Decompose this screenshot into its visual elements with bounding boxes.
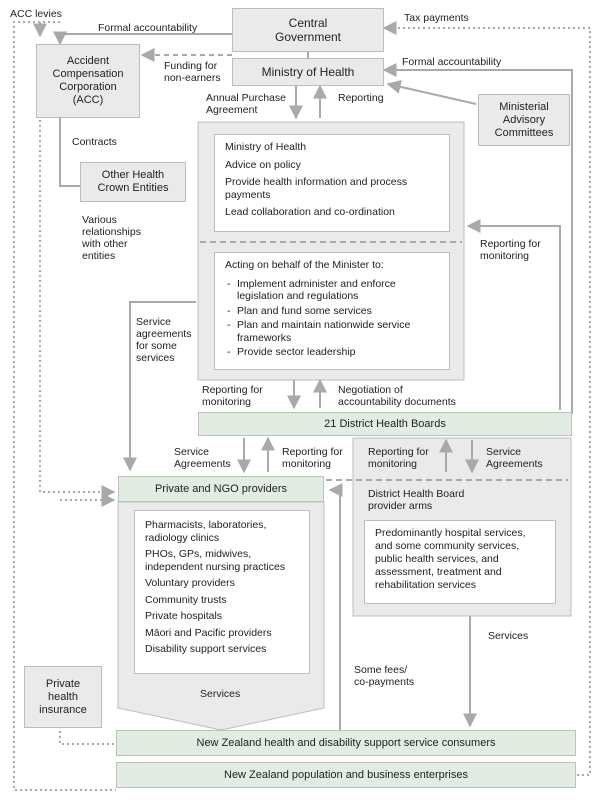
ministerial-arrow <box>386 79 477 105</box>
acc-dotted-to-providers <box>39 100 116 499</box>
services-dhb-label: Services <box>488 630 529 642</box>
providers-list-box: Pharmacists, laboratories, radiology cli… <box>134 510 310 674</box>
moh-functions-title: Ministry of Health <box>225 141 307 153</box>
moh-function-item: Lead collaboration and co-ordination <box>225 206 395 218</box>
ministerial-committees-box: Ministerial Advisory Committees <box>478 94 570 146</box>
minister-role-item: Provide sector leadership <box>225 346 439 359</box>
provider-item: Community trusts <box>145 593 227 606</box>
population-box: New Zealand population and business ente… <box>116 762 576 788</box>
reporting-top-label: Reporting <box>338 92 384 104</box>
provider-item: Private hospitals <box>145 610 223 622</box>
minister-role-title: Acting on behalf of the Minister to: <box>225 259 384 271</box>
provider-item: Māori and Pacific providers <box>145 626 272 639</box>
tax-payments-label: Tax payments <box>404 12 469 24</box>
dhb-box: 21 District Health Boards <box>198 412 572 436</box>
provider-item: Disability support services <box>145 643 267 655</box>
provider-item: PHOs, GPs, midwives, independent nursing… <box>145 548 286 573</box>
service-agreements-left-label: Service Agreements <box>174 446 231 470</box>
moh-function-item: Advice on policy <box>225 158 301 171</box>
minister-role-item: Plan and maintain nationwide service fra… <box>225 319 439 344</box>
private-insurance-box: Private health insurance <box>24 666 102 728</box>
acc-levies-dotted-line <box>13 21 116 791</box>
annual-purchase-label: Annual Purchase Agreement <box>206 92 286 116</box>
funding-non-earners-label: Funding for non-earners <box>164 60 221 84</box>
some-fees-label: Some fees/ co-payments <box>354 664 415 688</box>
tax-payments-line <box>382 21 591 776</box>
service-agreements-some-label: Service agreements for some services <box>136 316 192 364</box>
acc-contracts-line <box>59 118 80 187</box>
reporting-right-arrow <box>466 219 561 410</box>
various-relationships-label: Various relationships with other entitie… <box>82 214 141 262</box>
ministry-of-health-box: Ministry of Health <box>232 58 384 86</box>
other-crown-entities-box: Other Health Crown Entities <box>80 162 186 202</box>
moh-functions-box: Ministry of Health Advice on policy Prov… <box>214 134 450 232</box>
minister-role-list: Implement administer and enforce legisla… <box>225 278 439 359</box>
reporting-monitoring-right-label: Reporting for monitoring <box>480 238 541 262</box>
service-agreements-some-arrow <box>123 301 196 472</box>
reporting-monitoring-left-label: Reporting for monitoring <box>282 446 343 470</box>
dhb-arms-box: Predominantly hospital services, and som… <box>364 520 556 604</box>
formal-accountability-right-arrow <box>382 63 573 414</box>
consumers-box: New Zealand health and disability suppor… <box>116 730 576 756</box>
acc-levies-label: ACC levies <box>10 8 62 20</box>
services-providers-label: Services <box>200 688 241 700</box>
service-agreements-dhb-label: Service Agreements <box>486 446 543 470</box>
moh-function-item: Provide health information and process p… <box>225 176 408 201</box>
minister-role-item: Plan and fund some services <box>225 305 439 318</box>
formal-accountability-top-arrow <box>53 31 232 46</box>
formal-accountability-top-label: Formal accountability <box>98 22 198 34</box>
negotiation-label: Negotiation of accountability documents <box>338 384 456 408</box>
reporting-monitoring-dhb-label: Reporting for monitoring <box>368 446 429 470</box>
contracts-label: Contracts <box>72 136 117 148</box>
dhb-arms-title: District Health Board provider arms <box>368 488 465 512</box>
private-ngo-header: Private and NGO providers <box>118 476 324 502</box>
provider-item: Pharmacists, laboratories, radiology cli… <box>145 519 267 544</box>
providers-list: Pharmacists, laboratories, radiology cli… <box>145 519 299 656</box>
provider-item: Voluntary providers <box>145 577 235 589</box>
reporting-monitoring-mid-label: Reporting for monitoring <box>202 384 263 408</box>
some-fees-arrow <box>328 483 343 730</box>
formal-accountability-right-label: Formal accountability <box>402 56 502 68</box>
acc-box: Accident Compensation Corporation (ACC) <box>36 44 140 118</box>
central-government-box: Central Government <box>232 8 384 52</box>
insurance-dotted-line <box>59 726 116 745</box>
minister-role-item: Implement administer and enforce legisla… <box>225 278 439 303</box>
minister-role-box: Acting on behalf of the Minister to: Imp… <box>214 252 450 370</box>
